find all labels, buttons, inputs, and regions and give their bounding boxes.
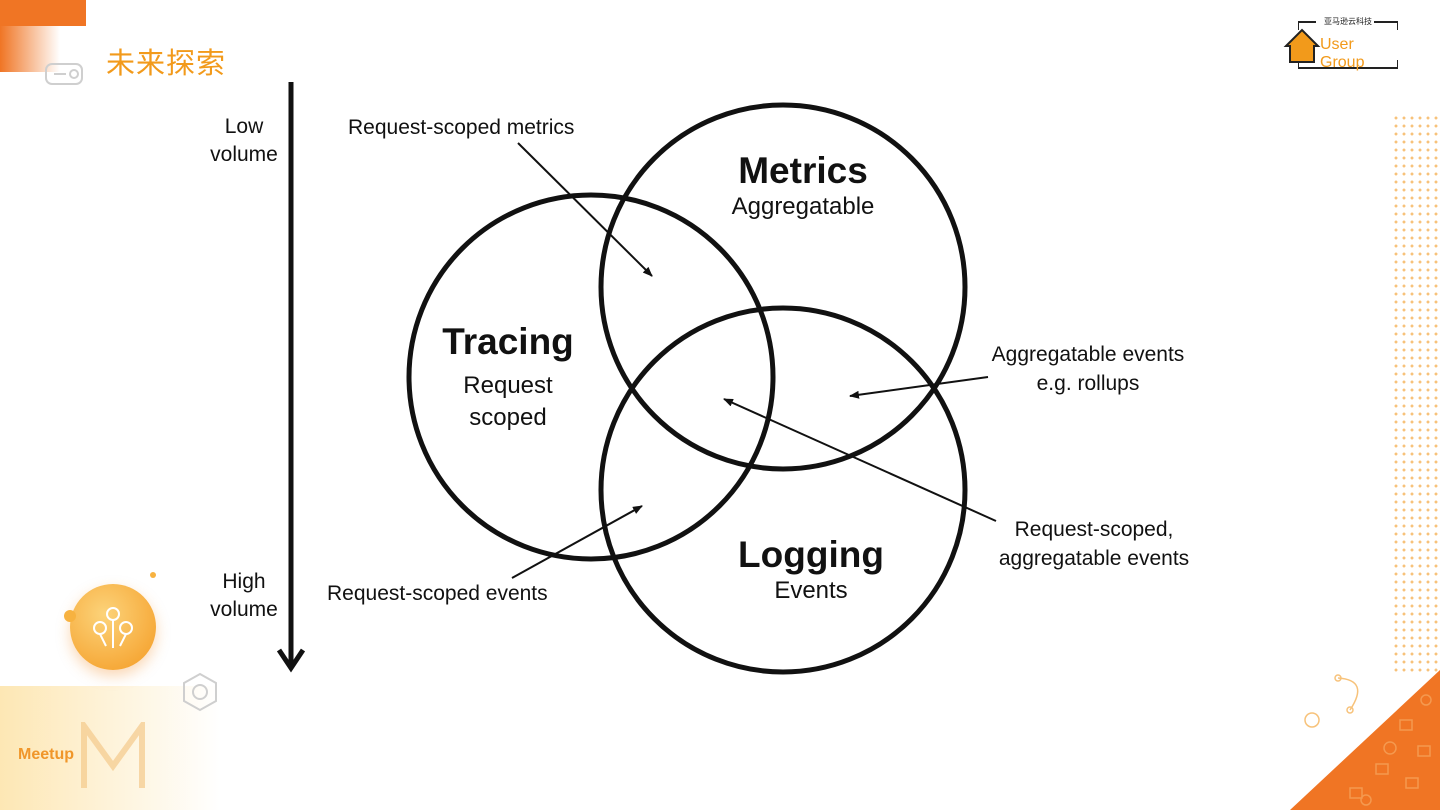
footer-gradient <box>0 686 220 810</box>
tracing-title: Tracing <box>442 321 574 362</box>
logo-cn-text: 亚马逊云科技 <box>1322 16 1374 27</box>
callout-aggregatable-events: Aggregatable events e.g. rollups <box>991 343 1185 395</box>
logging-title: Logging <box>738 534 884 575</box>
corner-bar <box>0 0 86 26</box>
arrow-request-scoped-events <box>511 505 643 579</box>
axis-label-high: High volume <box>210 570 278 621</box>
page-title: 未来探索 <box>106 46 227 80</box>
metrics-subtitle: Aggregatable <box>731 193 875 220</box>
arrow-aggregatable-events <box>849 376 989 399</box>
orange-dot-small <box>150 572 156 578</box>
arrow-request-scoped-aggregatable <box>723 398 997 522</box>
user-group-logo: 亚马逊云科技 User Group <box>1283 16 1398 71</box>
callout-request-scoped-events: Request-scoped events <box>327 582 548 605</box>
axis-label-low: Low volume <box>210 115 278 166</box>
logo-en-text: User Group <box>1320 36 1365 71</box>
tracing-circle <box>406 192 776 562</box>
corner-triangle <box>1290 670 1440 810</box>
m-letter-icon <box>80 716 146 790</box>
dot-pattern <box>1392 114 1440 674</box>
hexagon-icon <box>183 672 217 712</box>
brain-circle-icon <box>70 584 156 670</box>
title-icon <box>44 56 84 92</box>
logging-circle <box>598 305 968 675</box>
logging-subtitle: Events <box>774 577 848 604</box>
arrow-request-scoped-metrics <box>517 142 653 277</box>
meetup-label: Meetup <box>18 746 74 763</box>
callout-request-scoped-aggregatable-events: Request-scoped, aggregatable events <box>998 518 1190 570</box>
metrics-circle <box>598 102 968 472</box>
house-icon <box>1283 28 1321 63</box>
callout-request-scoped-metrics: Request-scoped metrics <box>348 116 575 139</box>
tracing-subtitle: Request scoped <box>463 372 553 431</box>
metrics-title: Metrics <box>738 150 868 191</box>
orange-dot <box>64 610 76 622</box>
volume-arrow <box>276 82 306 673</box>
